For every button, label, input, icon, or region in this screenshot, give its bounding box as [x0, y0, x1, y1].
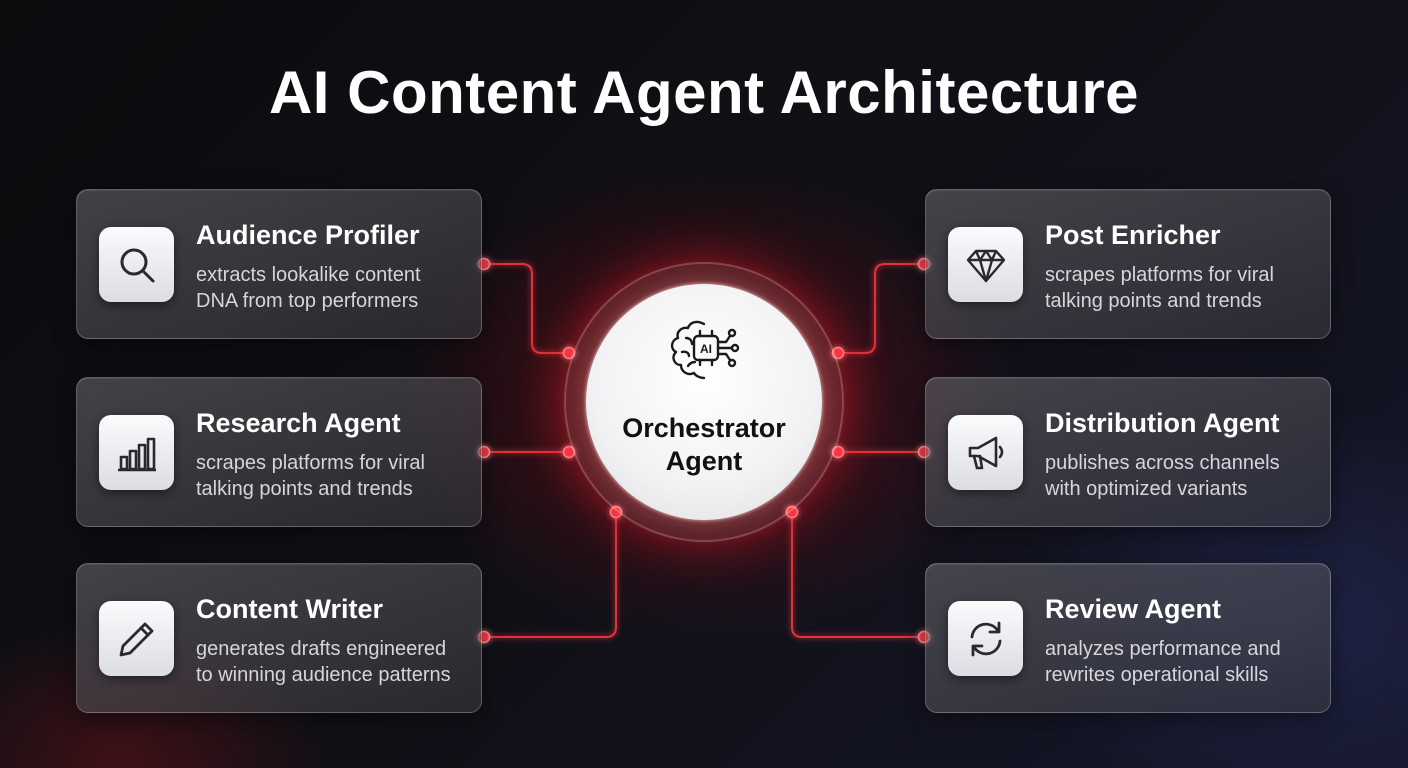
agent-description: generates drafts engineered to winning a…	[196, 638, 451, 686]
brain-circuit-ai-icon: AI	[670, 320, 740, 380]
orchestrator-hub: AI Orchestrator Agent	[586, 284, 822, 520]
agent-title: Review Agent	[1045, 594, 1222, 624]
megaphone-icon	[948, 415, 1023, 490]
agent-description: scrapes platforms for viral talking poin…	[196, 452, 425, 500]
connector-audience-profiler	[484, 263, 569, 354]
agent-card-review-agent: Review Agent analyzes performance and re…	[925, 563, 1331, 713]
agent-description: analyzes performance and rewrites operat…	[1045, 638, 1281, 686]
bar-chart-icon	[99, 415, 174, 490]
refresh-icon	[948, 601, 1023, 676]
magnifier-icon	[99, 227, 174, 302]
connector-content-writer	[484, 512, 617, 638]
agent-card-post-enricher: Post Enricher scrapes platforms for vira…	[925, 189, 1331, 339]
connector-review-agent	[791, 512, 924, 638]
agent-description: scrapes platforms for viral talking poin…	[1045, 264, 1274, 312]
agent-card-content-writer: Content Writer generates drafts engineer…	[76, 563, 482, 713]
agent-card-distribution-agent: Distribution Agent publishes across chan…	[925, 377, 1331, 527]
agent-title: Distribution Agent	[1045, 408, 1280, 438]
agent-title: Research Agent	[196, 408, 401, 438]
diagram-title: AI Content Agent Architecture	[268, 59, 1140, 126]
agent-title: Audience Profiler	[196, 220, 420, 250]
diamond-icon	[948, 227, 1023, 302]
agent-card-research-agent: Research Agent scrapes platforms for vir…	[76, 377, 482, 527]
agent-title: Content Writer	[196, 594, 383, 624]
connector-post-enricher	[838, 263, 924, 354]
svg-text:AI: AI	[700, 342, 712, 356]
agent-description: publishes across channels with optimized…	[1045, 452, 1280, 500]
agent-card-audience-profiler: Audience Profiler extracts lookalike con…	[76, 189, 482, 339]
agent-description: extracts lookalike content DNA from top …	[196, 264, 421, 312]
pencil-icon	[99, 601, 174, 676]
agent-title: Post Enricher	[1045, 220, 1221, 250]
hub-label: Orchestrator Agent	[622, 413, 786, 476]
